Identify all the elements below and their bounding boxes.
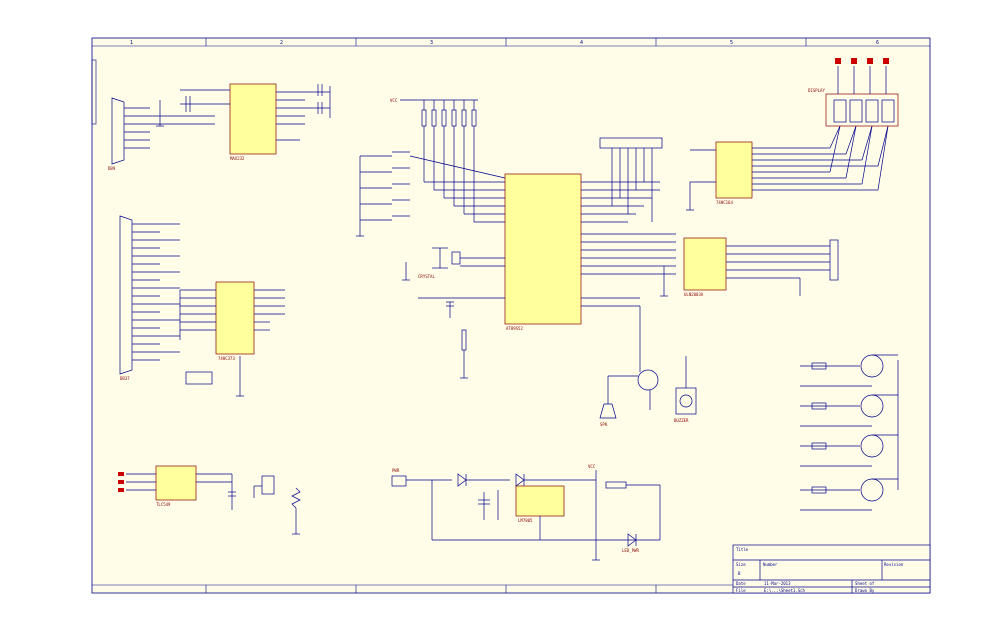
buzzer-label: BUZZER: [674, 418, 689, 423]
power-vcc-label: VCC: [588, 464, 596, 469]
drawn-label: Drawn By: [855, 588, 875, 593]
number-label: Number: [763, 562, 778, 567]
led-power-label: LED_PWR: [622, 548, 639, 553]
segment-wire: [829, 125, 841, 173]
segment-wire: [861, 125, 873, 185]
left-edge-marker: [91, 59, 97, 125]
transistor-section: [800, 354, 899, 511]
hc164-label: 74HC164: [716, 200, 733, 205]
display-pin-flags: [835, 58, 889, 64]
title-block-text: Title Size B Number Revision Date 11-Mar…: [736, 547, 904, 593]
power-jack-label: PWR: [392, 468, 400, 473]
file-value: E:\...\Sheet1.Sch: [764, 588, 806, 593]
max232-label: MAX232: [230, 156, 245, 161]
buzzer-labels: SPK BUZZER: [600, 418, 689, 427]
adc-labels: TLC549: [156, 502, 171, 507]
adc-section: [126, 465, 301, 535]
display-labels: 74HC164 DISPLAY: [716, 88, 825, 205]
hc373-label: 74HC373: [218, 356, 235, 361]
tlc549-label: TLC549: [156, 502, 171, 507]
base-resistor: [811, 442, 827, 450]
segment-wire: [877, 125, 889, 191]
mcu-vcc-label: VCC: [390, 98, 398, 103]
db9-label: DB9: [108, 166, 116, 171]
column-labels: 1 2 3 4 5 6: [130, 40, 879, 46]
base-resistor: [811, 486, 827, 494]
col-6: 6: [876, 40, 879, 46]
title-block: [732, 544, 931, 594]
speaker-label: SPK: [600, 422, 608, 427]
col-5: 5: [730, 40, 733, 46]
display-section: [686, 66, 899, 211]
adc-pin-flags: [118, 472, 124, 492]
col-2: 2: [280, 40, 283, 46]
header-connector: [599, 137, 663, 222]
uln2003-label: ULN2003A: [684, 292, 704, 297]
display-label: DISPLAY: [808, 88, 825, 93]
segment-wire: [877, 125, 889, 167]
col-1: 1: [130, 40, 133, 46]
file-label: File: [736, 588, 746, 593]
size-label: Size: [736, 562, 746, 567]
date-label: Date: [736, 581, 746, 586]
segment-wire: [861, 125, 873, 161]
base-resistor: [811, 362, 827, 370]
parallel-section: [119, 215, 285, 397]
mcu-section: [356, 99, 676, 379]
segment-wire: [845, 125, 857, 155]
col-4: 4: [580, 40, 583, 46]
lm7805-label: LM7805: [518, 518, 533, 523]
sheet-label: Sheet of: [855, 581, 875, 586]
crystal-label: CRYSTAL: [418, 274, 435, 279]
buzzer-section: [599, 340, 697, 419]
serial-section: [111, 83, 331, 165]
driver-labels: ULN2003A: [684, 292, 704, 297]
serial-labels: DB9 MAX232: [108, 156, 245, 171]
driver-section: [660, 237, 839, 297]
power-labels: LM7805 PWR LED_PWR VCC: [392, 464, 639, 553]
mcu-labels: AT89S52 CRYSTAL VCC: [390, 98, 523, 331]
parallel-labels: DB37 74HC373: [120, 356, 235, 381]
col-3: 3: [430, 40, 433, 46]
base-resistor: [811, 402, 827, 410]
at89s52-label: AT89S52: [506, 326, 523, 331]
segment-wire: [845, 125, 857, 179]
title-label: Title: [736, 547, 749, 552]
db37-label: DB37: [120, 376, 130, 381]
segment-wire: [829, 125, 841, 149]
size-value: B: [738, 571, 741, 576]
date-value: 11-Mar-2013: [764, 581, 791, 586]
power-section: [391, 470, 661, 561]
revision-label: Revision: [884, 562, 904, 567]
